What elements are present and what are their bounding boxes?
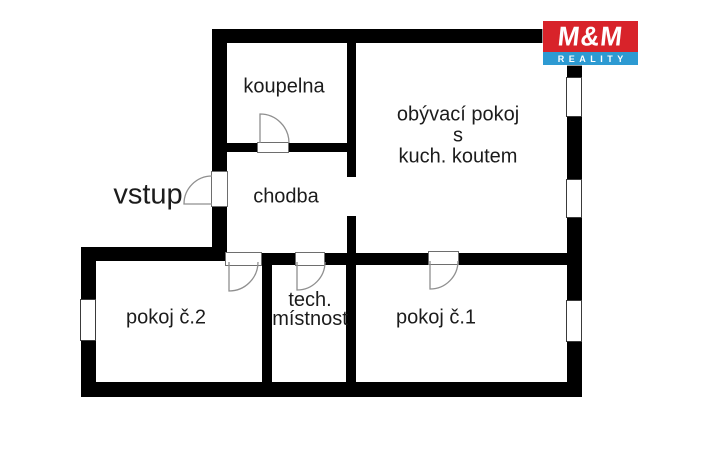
- door-opening-koupelna: [257, 142, 289, 153]
- room-label-pokoj1: pokoj č.1: [395, 306, 477, 329]
- door-arc-pokoj1: [429, 260, 459, 290]
- room-label-obyvaci-line1: obývací pokoj: [396, 103, 520, 126]
- room-label-tech-line2: místnost: [272, 308, 348, 330]
- realty-logo: M&M REALITY: [543, 20, 638, 65]
- door-arc-koupelna: [259, 113, 290, 144]
- wall-pokoj2-tech: [262, 265, 272, 382]
- window-obyvaci-2: [566, 179, 582, 218]
- door-arc-vstup: [183, 175, 213, 205]
- entrance-label: vstup: [113, 178, 183, 211]
- wall-lower-section-top: [81, 247, 227, 261]
- window-obyvaci-1: [566, 77, 582, 117]
- door-arc-tech: [296, 261, 326, 291]
- door-opening-tech: [295, 252, 325, 266]
- room-label-koupelna: koupelna: [243, 75, 325, 98]
- realty-logo-mark-text: M&M: [556, 20, 625, 52]
- wall-tech-pokoj1: [346, 265, 356, 382]
- wall-chodba-obyvaci: [347, 216, 356, 253]
- wall-koupelna-chodba: [227, 143, 356, 152]
- realty-logo-mark: M&M: [543, 20, 638, 52]
- wall-bottom: [81, 382, 582, 397]
- door-opening-pokoj1: [428, 251, 459, 265]
- room-label-chodba: chodba: [253, 185, 319, 208]
- window-pokoj2: [80, 299, 96, 341]
- door-arc-pokoj2: [228, 261, 259, 292]
- window-pokoj1: [566, 300, 582, 342]
- room-label-obyvaci-line2: s: [452, 124, 463, 147]
- room-label-tech: tech. místnost: [272, 289, 348, 330]
- door-opening-pokoj2: [225, 252, 262, 266]
- wall-koupelna-obyvaci: [347, 43, 356, 177]
- room-label-tech-line1: tech.: [288, 289, 332, 311]
- realty-logo-wordmark: REALITY: [543, 52, 638, 65]
- wall-top: [212, 29, 582, 43]
- door-opening-vstup: [211, 171, 228, 207]
- room-label-pokoj2: pokoj č.2: [125, 306, 207, 329]
- room-label-obyvaci-line3: kuch. koutem: [398, 145, 518, 168]
- room-label-obyvaci: obývací pokoj s kuch. koutem: [396, 103, 520, 168]
